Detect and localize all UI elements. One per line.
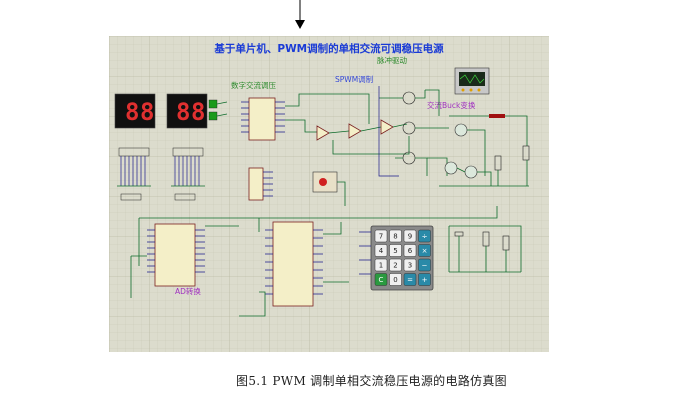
- ad-converter-chip: [130, 223, 239, 298]
- keypad-key: [389, 273, 402, 286]
- keypad-key-label: 6: [408, 247, 413, 255]
- keypad-key-label: 9: [408, 233, 412, 241]
- keypad-key-label: 3: [408, 262, 412, 270]
- keypad-key: [418, 244, 431, 257]
- keypad-key-label: −: [422, 262, 428, 270]
- seven-segment-display-2: 8 8: [166, 93, 208, 129]
- potentiometer-icon: [312, 171, 346, 206]
- keypad-key: [374, 244, 388, 257]
- pulse-drive-transistors: [378, 86, 428, 177]
- keypad-key: [389, 229, 402, 243]
- schematic-title: 基于单片机、PWM调制的单相交流可调稳压电源: [213, 42, 444, 55]
- keypad-key: [418, 258, 431, 272]
- keypad-key-label: 2: [393, 262, 397, 270]
- keypad-key-label: 4: [379, 247, 384, 255]
- display-1-digit-1: 8: [125, 98, 139, 126]
- keypad: 7 8 9 ÷ 4 5 6 × 1 2 3 − C 0 = +: [370, 225, 434, 291]
- oscilloscope-icon: [454, 67, 490, 95]
- voltmeter-2-icon: [464, 165, 478, 179]
- keypad-key: [374, 273, 388, 286]
- spwm-modulation-label: SPWM调制: [335, 74, 373, 84]
- keypad-key: [389, 258, 402, 272]
- pulse-drive-label: 脉冲驱动: [377, 55, 407, 65]
- keypad-key-label: 8: [393, 233, 397, 241]
- ammeter-icon: [454, 123, 468, 137]
- display-driver-resistors-1: [117, 147, 151, 201]
- keypad-key: [374, 258, 388, 272]
- display-driver-resistors-2: [171, 147, 205, 201]
- keypad-key-label: =: [407, 276, 413, 284]
- display-2-digit-2: 8: [191, 98, 205, 126]
- display-indicator-diodes: [208, 99, 228, 121]
- keypad-key-label: 7: [379, 233, 383, 241]
- keypad-key: [403, 229, 417, 243]
- display-2-digit-1: 8: [176, 98, 190, 126]
- keypad-key: [403, 258, 417, 272]
- keypad-key: [389, 244, 402, 257]
- keypad-key-label: 0: [393, 276, 397, 284]
- keypad-key-label: ×: [422, 247, 428, 255]
- figure-caption: 图5.1 PWM 调制单相交流稳压电源的电路仿真图: [236, 374, 507, 388]
- display-1-digit-2: 8: [140, 98, 154, 126]
- keypad-key-label: 1: [379, 262, 383, 270]
- right-passives: [448, 225, 522, 273]
- seven-segment-display-1: 8 8: [114, 93, 156, 129]
- small-ic: [248, 167, 273, 201]
- keypad-key: [374, 229, 388, 243]
- flow-arrow-icon: [295, 0, 305, 29]
- ad-conversion-label: AD转换: [175, 286, 201, 296]
- keypad-key-label: ÷: [422, 233, 428, 241]
- voltmeter-icon: [444, 161, 458, 175]
- op-amp-stages: [316, 93, 410, 155]
- keypad-key-label: 5: [393, 247, 397, 255]
- digital-ac-regulation-label: 数字交流调压: [231, 80, 276, 90]
- keypad-key-label: C: [379, 276, 384, 284]
- keypad-key: [418, 229, 431, 243]
- keypad-key-label: +: [422, 276, 428, 284]
- keypad-key: [403, 273, 417, 286]
- microcontroller-top: [241, 93, 319, 141]
- circuit-schematic: 基于单片机、PWM调制的单相交流可调稳压电源 脉冲驱动 数字交流调压 SPWM调…: [109, 36, 549, 352]
- keypad-key: [418, 273, 431, 286]
- ac-buck-label: 交流Buck变换: [427, 100, 476, 110]
- ac-buck-stage: [425, 89, 530, 187]
- keypad-key: [403, 244, 417, 257]
- main-mcu-chip: [239, 221, 349, 317]
